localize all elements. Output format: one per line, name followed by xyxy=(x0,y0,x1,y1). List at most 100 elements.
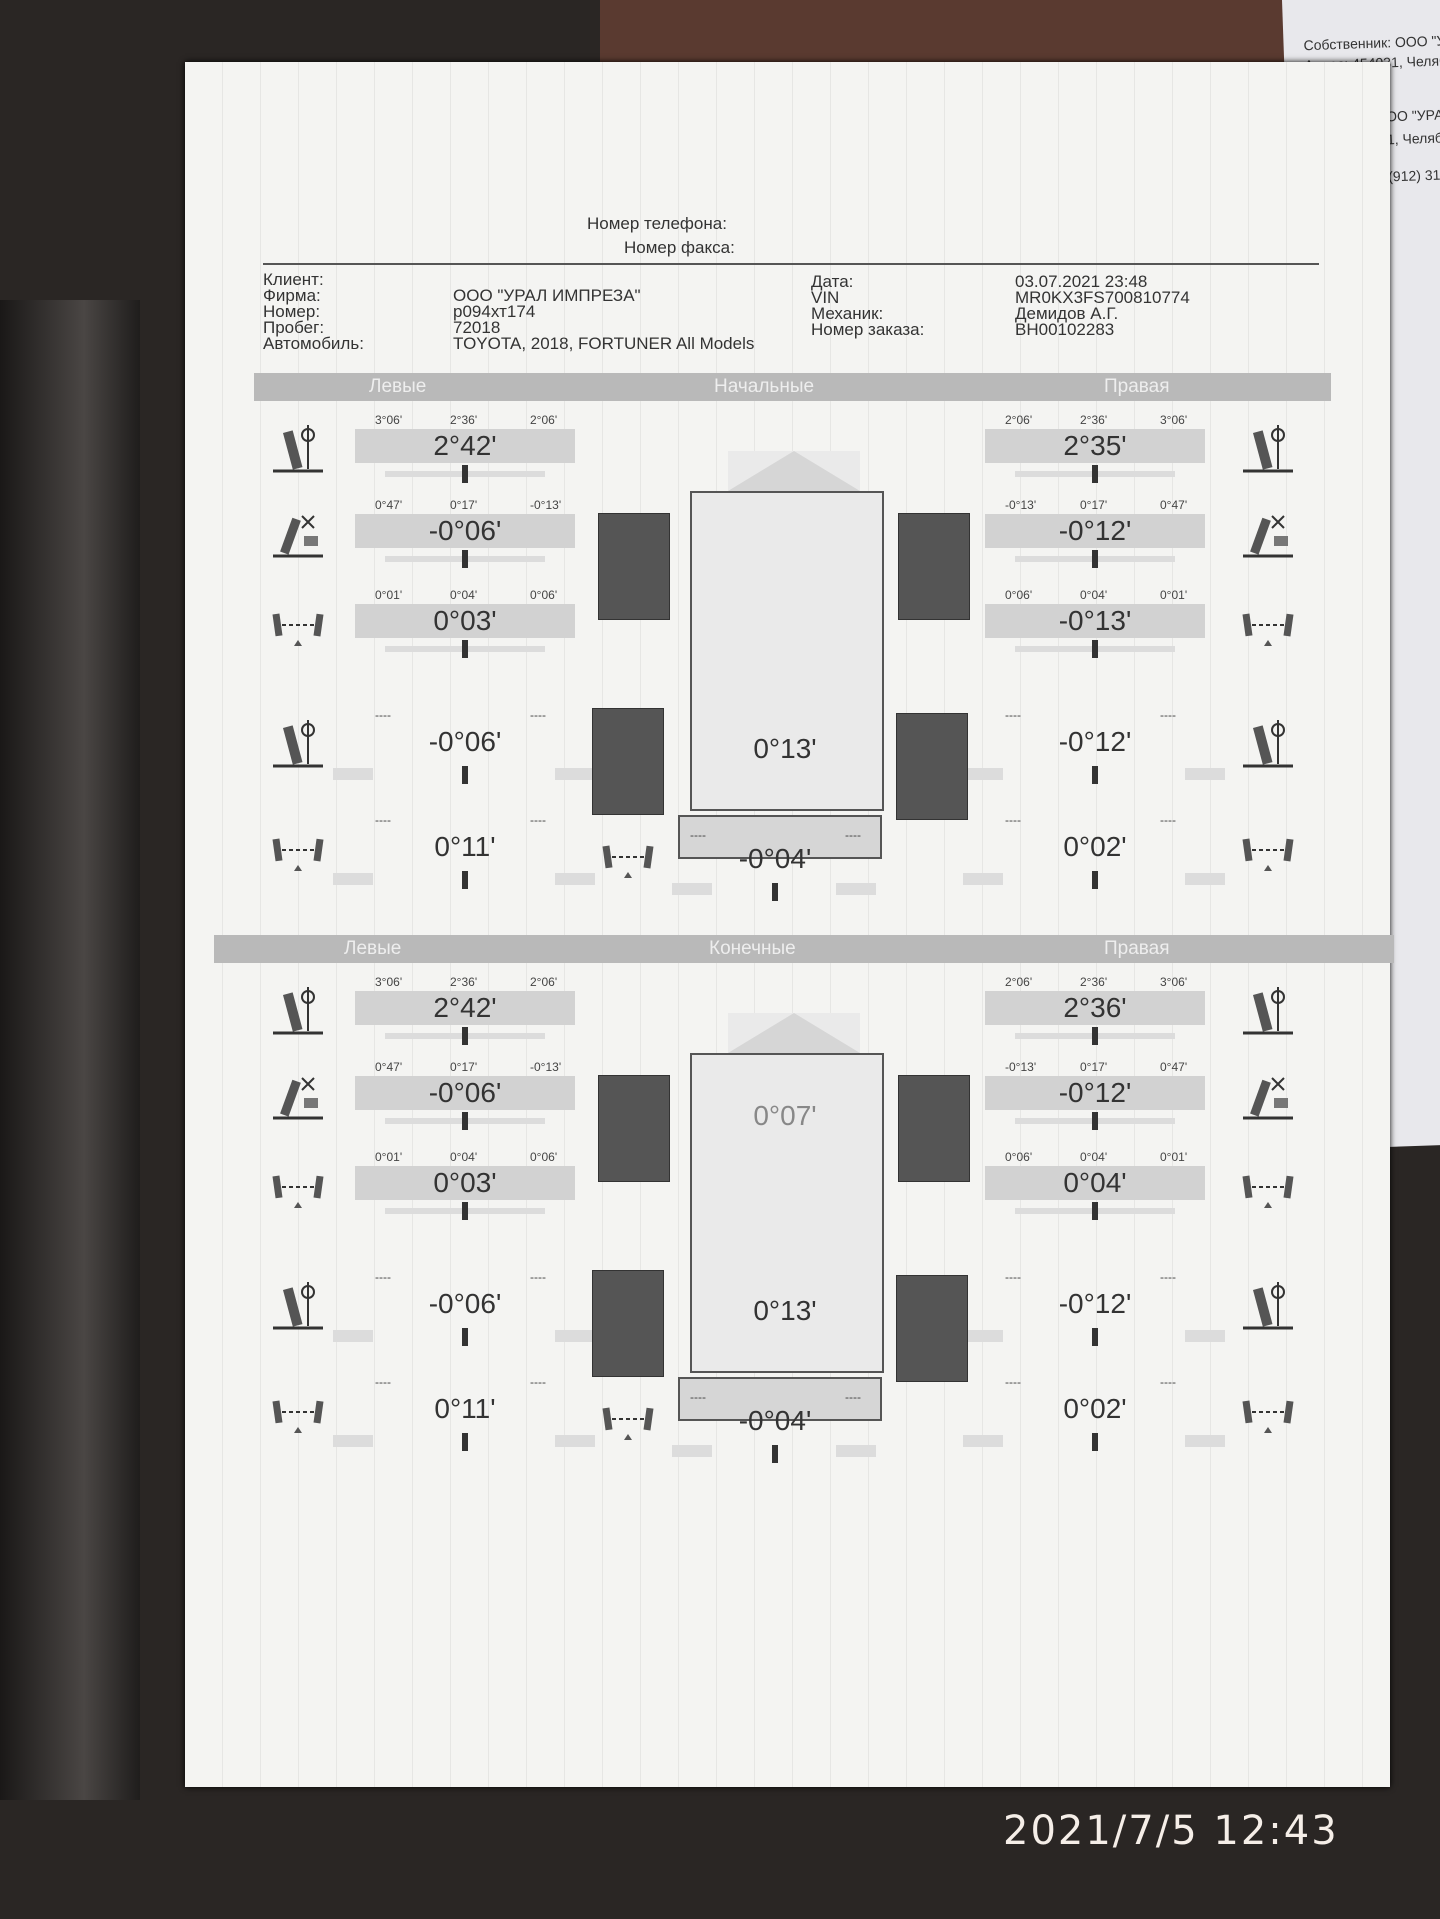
thrust-angle-value: -0°04' xyxy=(738,1405,812,1436)
rear-right-wheel xyxy=(896,713,968,820)
scale-min: ---- xyxy=(1005,1375,1021,1389)
scale-max: ---- xyxy=(1160,708,1176,722)
scale-max: ---- xyxy=(1160,813,1176,827)
title-center: Начальные xyxy=(714,376,815,397)
car-hood xyxy=(728,1013,860,1053)
other-doc-line: 1, Челяби xyxy=(1386,129,1440,148)
scale-max: ---- xyxy=(1160,1375,1176,1389)
scale-min: ---- xyxy=(375,708,391,722)
right-toe-value: -0°13' xyxy=(985,604,1205,638)
section-header-band: Левые Начальные Правая xyxy=(254,373,1331,401)
left-rear-camber-value: -0°06' xyxy=(428,1288,502,1319)
title-right: Правая xyxy=(1104,938,1170,959)
photo-timestamp: 2021/7/5 12:43 xyxy=(1003,1808,1339,1854)
left-caster-value: -0°06' xyxy=(355,1076,575,1110)
scale-max: -0°13' xyxy=(530,498,562,512)
tolerance-max-box xyxy=(555,873,595,885)
title-left: Левые xyxy=(369,376,427,397)
tolerance-max-box xyxy=(555,768,595,780)
right-camber-value: 2°35' xyxy=(985,429,1205,463)
value-indicator xyxy=(462,1433,468,1451)
title-right: Правая xyxy=(1104,376,1170,397)
field-label: Клиент: xyxy=(263,270,324,289)
scale-min: ---- xyxy=(1005,1270,1021,1284)
scale-max: 0°01' xyxy=(1160,588,1188,602)
title-left: Левые xyxy=(344,938,402,959)
toe-icon xyxy=(268,596,330,650)
toe-icon xyxy=(1238,1158,1300,1212)
value-indicator xyxy=(1092,1433,1098,1451)
scale-min: 0°01' xyxy=(375,1150,403,1164)
field-value: 72018 xyxy=(453,318,501,337)
right-toe-value: 0°04' xyxy=(985,1166,1205,1200)
other-doc-line: (912) 316 xyxy=(1387,166,1440,185)
value-indicator xyxy=(462,1027,468,1045)
scale-min: 3°06' xyxy=(375,413,403,427)
scale-nominal: 2°36' xyxy=(1080,413,1108,427)
camber-icon xyxy=(268,1278,330,1332)
value-indicator xyxy=(462,640,468,658)
caster-icon xyxy=(1238,506,1300,560)
car-console-background xyxy=(0,300,140,1800)
scale-max: 3°06' xyxy=(1160,975,1188,989)
header-divider xyxy=(263,263,1319,265)
caster-icon xyxy=(268,506,330,560)
scale-nominal: 0°04' xyxy=(450,588,478,602)
field-label: Автомобиль: xyxy=(263,334,364,353)
scale-min: -0°13' xyxy=(1005,498,1037,512)
car-body xyxy=(690,491,884,811)
other-doc-line: ОО "УРАЛ xyxy=(1385,106,1440,125)
scale-max: -0°13' xyxy=(530,1060,562,1074)
tolerance-min-box xyxy=(333,768,373,780)
scale-nominal: 2°36' xyxy=(450,413,478,427)
value-indicator xyxy=(1092,465,1098,483)
field-value: Демидов А.Г. xyxy=(1015,304,1119,323)
tolerance-min-box xyxy=(963,1435,1003,1447)
toe-icon xyxy=(268,1158,330,1212)
car-rear-bumper xyxy=(678,815,882,859)
phone-label: Номер телефона: xyxy=(587,214,727,233)
value-indicator xyxy=(462,1112,468,1130)
field-value: TOYOTA, 2018, FORTUNER All Models xyxy=(453,334,755,353)
tolerance-min-box xyxy=(333,873,373,885)
scale-min: ---- xyxy=(1005,813,1021,827)
scale-max: 0°47' xyxy=(1160,498,1188,512)
camber-icon xyxy=(1238,983,1300,1037)
value-indicator xyxy=(462,465,468,483)
scale-max: ---- xyxy=(530,1270,546,1284)
right-caster-value: -0°12' xyxy=(985,514,1205,548)
scale-max: 2°06' xyxy=(530,975,558,989)
front-total-toe-value: 0°07' xyxy=(753,1100,817,1131)
value-indicator xyxy=(462,1202,468,1220)
field-label: Фирма: xyxy=(263,286,321,305)
scale-max: 0°06' xyxy=(530,1150,558,1164)
value-indicator xyxy=(1092,1328,1098,1346)
right-caster-value: -0°12' xyxy=(985,1076,1205,1110)
value-indicator xyxy=(1092,871,1098,889)
rear-left-wheel xyxy=(592,708,664,815)
thrust-max-box xyxy=(836,883,876,895)
scale-nominal: 0°04' xyxy=(450,1150,478,1164)
left-rear-camber-value: -0°06' xyxy=(428,726,502,757)
left-toe-value: 0°03' xyxy=(355,604,575,638)
tolerance-min-box xyxy=(963,768,1003,780)
toe-icon xyxy=(1238,821,1300,875)
rear-total-toe-value: 0°13' xyxy=(753,733,817,764)
scale-min: 0°47' xyxy=(375,1060,403,1074)
front-right-wheel xyxy=(898,1075,970,1182)
car-body xyxy=(690,1053,884,1373)
toe-icon xyxy=(268,821,330,875)
tolerance-max-box xyxy=(1185,873,1225,885)
camber-icon xyxy=(268,421,330,475)
camber-icon xyxy=(1238,716,1300,770)
scale-min: -0°13' xyxy=(1005,1060,1037,1074)
toe-icon xyxy=(1238,596,1300,650)
thrust-angle-icon xyxy=(598,828,660,882)
scale-min: 2°06' xyxy=(1005,413,1033,427)
thrust-min-box xyxy=(672,1445,712,1457)
field-label: Дата: xyxy=(811,272,854,291)
field-label: VIN xyxy=(811,288,840,307)
value-indicator xyxy=(1092,640,1098,658)
value-indicator xyxy=(1092,550,1098,568)
camber-icon xyxy=(1238,421,1300,475)
